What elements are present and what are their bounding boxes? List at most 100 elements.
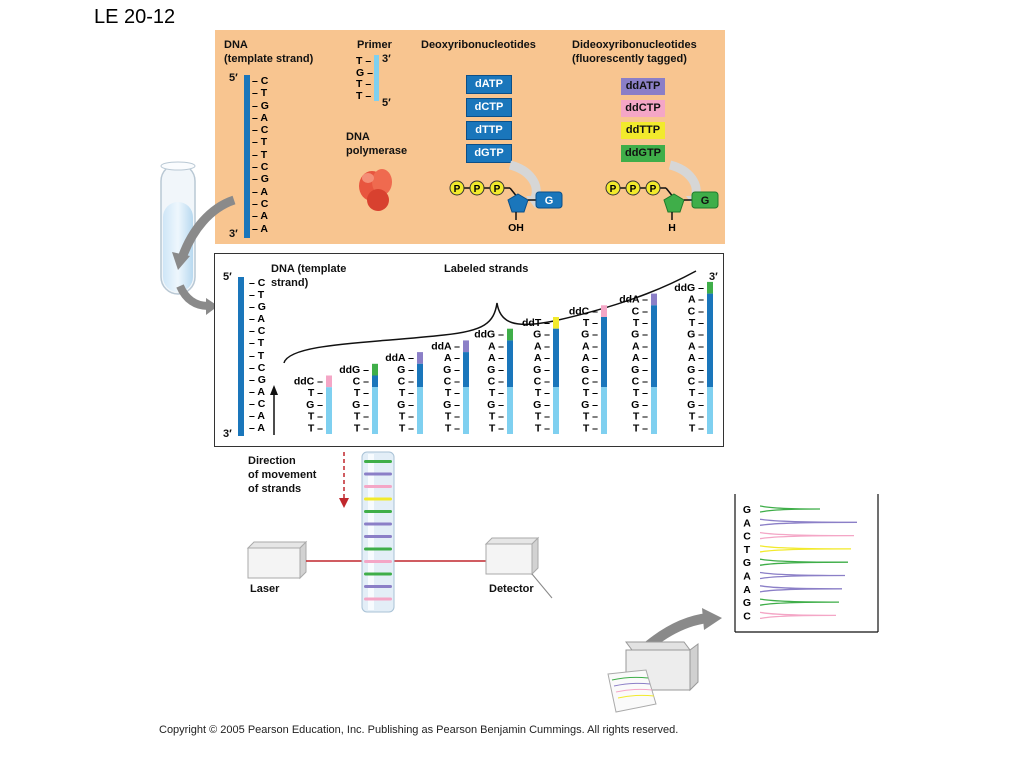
strand-base: T – xyxy=(689,387,704,399)
mid-template-base: – C xyxy=(249,277,266,289)
template-bases: – C– T– G– A– C– T– T– C– G– A– C– A– A xyxy=(252,75,269,235)
phosphate-circle xyxy=(449,180,465,196)
strand-base: T – xyxy=(583,411,598,423)
dttp-box: dTTP xyxy=(466,121,512,140)
mid-template-strand-bar xyxy=(238,277,244,436)
gel-band xyxy=(364,485,392,488)
mid-template-base: – T xyxy=(249,349,265,362)
gel-band xyxy=(364,535,392,538)
strand-base: T – xyxy=(308,411,323,423)
terminator-tag xyxy=(601,305,607,317)
mid-template-base: – C xyxy=(249,325,266,338)
mid-template-base: – C xyxy=(249,397,266,410)
strand-base: T – xyxy=(354,387,369,399)
strand-base: T – xyxy=(535,422,550,434)
brace-icon xyxy=(283,270,697,364)
mid-template-three-prime: 3′ xyxy=(223,428,232,440)
readout-base: G xyxy=(743,557,751,569)
dctp-box: dCTP xyxy=(466,98,512,117)
terminator-tag xyxy=(507,328,513,341)
phosphate-circle xyxy=(489,180,505,196)
template-base: – A xyxy=(252,111,268,124)
strand-base: G – xyxy=(631,364,648,376)
template-three-prime: 3′ xyxy=(229,228,238,240)
base-g-text: G xyxy=(545,195,554,207)
dideoxy-label-1: Dideoxyribonucleotides xyxy=(572,39,697,51)
strand-base: C – xyxy=(488,376,505,388)
synthesized-segment xyxy=(463,352,469,388)
synthesized-segment xyxy=(651,305,657,388)
curve-arrow-icon xyxy=(644,613,709,650)
readout-peak xyxy=(759,545,852,553)
strand-base: G – xyxy=(533,329,550,341)
gel-band xyxy=(364,560,392,563)
readout-base: T xyxy=(744,544,751,556)
dideoxy-label-2: (fluorescently tagged) xyxy=(572,53,687,65)
terminator-label: ddA – xyxy=(385,352,414,364)
template-base: – G xyxy=(252,99,269,112)
strand-base: G – xyxy=(533,364,550,376)
strand-base: A – xyxy=(632,352,648,364)
strand-base: A – xyxy=(444,352,460,364)
strand-base: G – xyxy=(533,399,550,411)
strand-base: T – xyxy=(583,422,598,434)
strand-base: T – xyxy=(633,387,648,399)
gel-band xyxy=(364,547,392,551)
mid-template-base: – C xyxy=(249,361,266,374)
terminator-label: ddT – xyxy=(522,317,550,329)
template-base: – A xyxy=(252,222,268,235)
sugar-pentagon xyxy=(507,193,529,213)
strand-base: G – xyxy=(352,399,369,411)
strand-base: C – xyxy=(688,305,705,317)
direction-label-2: of movement xyxy=(248,469,317,481)
labeled-strand: ddG –A –A –G –C –T –G –T –T – xyxy=(474,328,513,434)
primer-segment xyxy=(372,387,378,434)
dna-label: DNA xyxy=(224,39,248,51)
template-base: – C xyxy=(252,124,269,137)
primer-base: T – xyxy=(356,89,372,102)
mid-template-base: – A xyxy=(249,313,265,326)
primer-bases: T –G –T –T – xyxy=(356,55,373,101)
laser-label: Laser xyxy=(250,583,280,595)
copyright-text: Copyright © 2005 Pearson Education, Inc.… xyxy=(159,724,679,736)
template-base: – C xyxy=(252,75,269,87)
synthesized-segment xyxy=(553,328,559,388)
strand-base: G – xyxy=(397,399,414,411)
readout-base: G xyxy=(743,597,751,609)
base-g-box xyxy=(535,191,563,209)
primer-three-prime: 3′ xyxy=(382,53,391,65)
primer-segment xyxy=(507,387,513,434)
strand-base: T – xyxy=(633,411,648,423)
template-five-prime: 5′ xyxy=(229,72,238,84)
strand-base: C – xyxy=(398,376,415,388)
detector-label: Detector xyxy=(489,583,534,595)
base-g-box xyxy=(691,191,719,209)
strand-base: T – xyxy=(445,422,460,434)
primer-five-prime: 5′ xyxy=(382,97,391,109)
readout-peak xyxy=(759,598,840,606)
laser-box-icon xyxy=(247,547,301,579)
strand-base: A – xyxy=(688,340,704,352)
gel-band xyxy=(364,597,392,601)
terminator-tag xyxy=(326,375,332,388)
strand-base: G – xyxy=(581,399,598,411)
strand-base: T – xyxy=(583,387,598,399)
strand-base: C – xyxy=(632,305,649,317)
oh-label: OH xyxy=(508,222,524,234)
terminator-tag xyxy=(707,281,713,294)
strand-base: T – xyxy=(633,317,648,329)
strand-base: T – xyxy=(445,411,460,423)
phosphate-text: P xyxy=(630,184,637,195)
printer-icon xyxy=(607,608,722,713)
strand-base: T – xyxy=(308,387,323,399)
readout-peak xyxy=(759,585,843,593)
gel-band xyxy=(364,585,392,588)
labeled-strands-drawing: ddC –T –G –T –T –ddG –C –T –G –T –T –ddA… xyxy=(270,270,713,435)
mid-template-base: – A xyxy=(249,410,265,423)
gel-band xyxy=(364,572,392,576)
detector-box-icon xyxy=(485,543,533,575)
strand-base: G – xyxy=(631,399,648,411)
primer-segment xyxy=(651,387,657,434)
readout-peak xyxy=(759,505,821,513)
